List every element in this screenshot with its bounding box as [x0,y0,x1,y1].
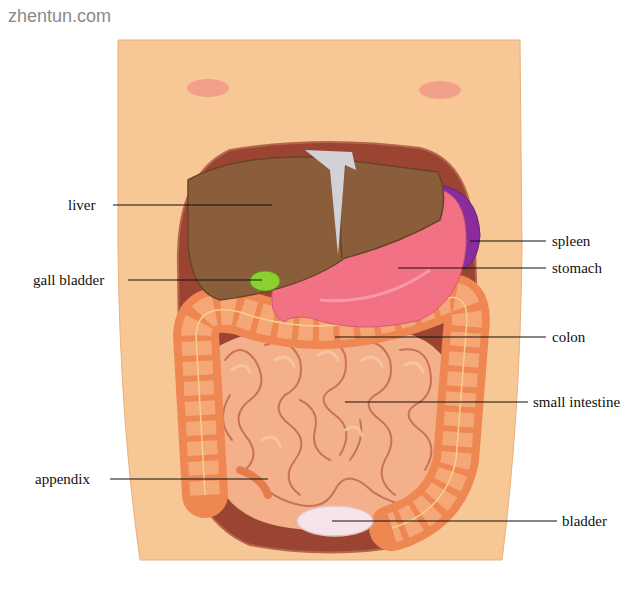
intestine-highlights [232,352,423,446]
leader-line [470,240,546,241]
watermark: zhentun.com [8,6,111,28]
intestine-loops [223,337,431,506]
leader-line [332,520,557,521]
liver [188,157,444,300]
colon-haustra [196,297,467,528]
colon [196,297,467,528]
appendix [240,470,268,495]
leader-line [113,204,272,205]
falciform-ligament [305,150,356,255]
leader-line [128,279,262,280]
leader-line [335,336,546,337]
part-label: colon [552,328,585,346]
abdominal-cavity [178,142,476,553]
part-label: gall bladder [33,271,104,289]
part-label: spleen [552,232,590,250]
leader-lines [110,205,557,521]
colon-band [196,297,467,528]
part-label: appendix [35,470,90,488]
leader-line [110,478,268,479]
nipple [419,81,461,99]
torso [118,40,522,560]
gall-bladder [250,271,280,291]
part-label: stomach [552,259,602,277]
part-label: liver [68,196,96,214]
stomach-highlight [320,270,430,301]
leader-line [398,267,546,268]
part-label: small intestine [533,393,620,411]
nipple [187,79,229,97]
leader-line [345,401,528,402]
part-label: bladder [562,512,607,530]
